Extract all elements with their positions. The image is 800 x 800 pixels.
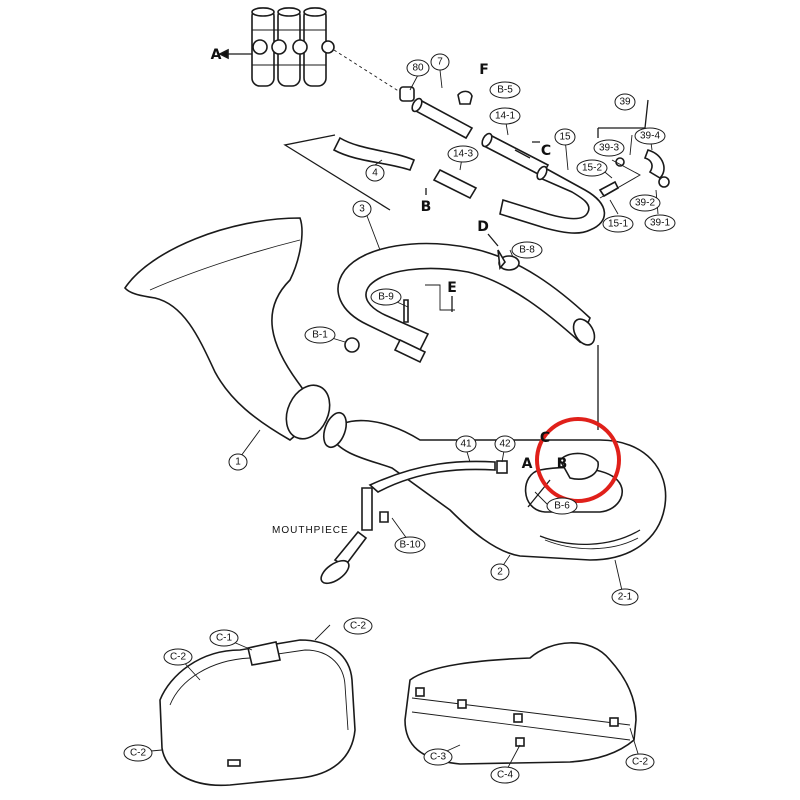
part-labels: 80 7 14-1 15 39 39-3 39-4 15-2 39-2 15-1… — [123, 53, 676, 784]
label-14-3: 14-3 — [453, 149, 473, 160]
label-42: 42 — [499, 439, 511, 450]
label-c-3: C-3 — [430, 752, 447, 763]
label-15-2: 15-2 — [582, 163, 602, 174]
label-b-8: B-8 — [519, 245, 535, 256]
label-b-9: B-9 — [378, 292, 394, 303]
label-39-4: 39-4 — [640, 131, 660, 142]
letter-b-bottom: B — [557, 456, 568, 472]
case-right — [404, 642, 637, 765]
label-c-2-bottom-left: C-2 — [130, 748, 147, 759]
leadpipe — [361, 460, 508, 531]
main-loop-tube — [337, 242, 599, 430]
letter-d: D — [477, 219, 489, 235]
label-15-1: 15-1 — [608, 219, 628, 230]
label-4: 4 — [372, 168, 378, 179]
label-c-2-top-right: C-2 — [350, 621, 367, 632]
valve-cluster — [218, 7, 335, 87]
label-14-1: 14-1 — [495, 111, 515, 122]
letter-b-top: B — [421, 199, 432, 215]
label-1: 1 — [235, 457, 241, 468]
label-41: 41 — [460, 439, 472, 450]
letter-f: F — [479, 62, 489, 78]
label-c-1: C-1 — [216, 633, 233, 644]
bell — [124, 217, 331, 441]
label-b-6: B-6 — [554, 501, 570, 512]
letter-c-bottom: C — [540, 430, 550, 446]
letter-a-top: A — [211, 47, 222, 63]
label-15: 15 — [559, 132, 571, 143]
label-c-2-bottom-right: C-2 — [632, 757, 649, 768]
label-c-2-left: C-2 — [170, 652, 187, 663]
label-7: 7 — [437, 57, 443, 68]
label-39-3: 39-3 — [599, 143, 619, 154]
label-39-2: 39-2 — [635, 198, 655, 209]
label-b-1: B-1 — [312, 330, 328, 341]
mouthpiece — [320, 530, 368, 585]
upper-tubes — [283, 86, 606, 234]
label-39: 39 — [619, 97, 631, 108]
highlight-circle — [535, 417, 621, 503]
label-2-1: 2-1 — [618, 592, 633, 603]
label-b-10: B-10 — [399, 540, 421, 551]
label-c-4: C-4 — [497, 770, 514, 781]
label-39-1: 39-1 — [650, 218, 670, 229]
label-80: 80 — [412, 63, 424, 74]
mouthpiece-label: MOUTHPIECE — [272, 525, 349, 536]
label-2: 2 — [497, 567, 503, 578]
water-key-group — [597, 99, 670, 199]
case-left — [159, 639, 356, 787]
letter-callouts: A F C B D E C A B — [211, 47, 568, 472]
letter-a-bottom: A — [522, 456, 533, 472]
letter-e: E — [447, 280, 457, 296]
letter-c-top: C — [541, 143, 551, 159]
small-hardware — [344, 90, 599, 508]
label-b-5: B-5 — [497, 85, 513, 96]
label-3: 3 — [359, 204, 365, 215]
